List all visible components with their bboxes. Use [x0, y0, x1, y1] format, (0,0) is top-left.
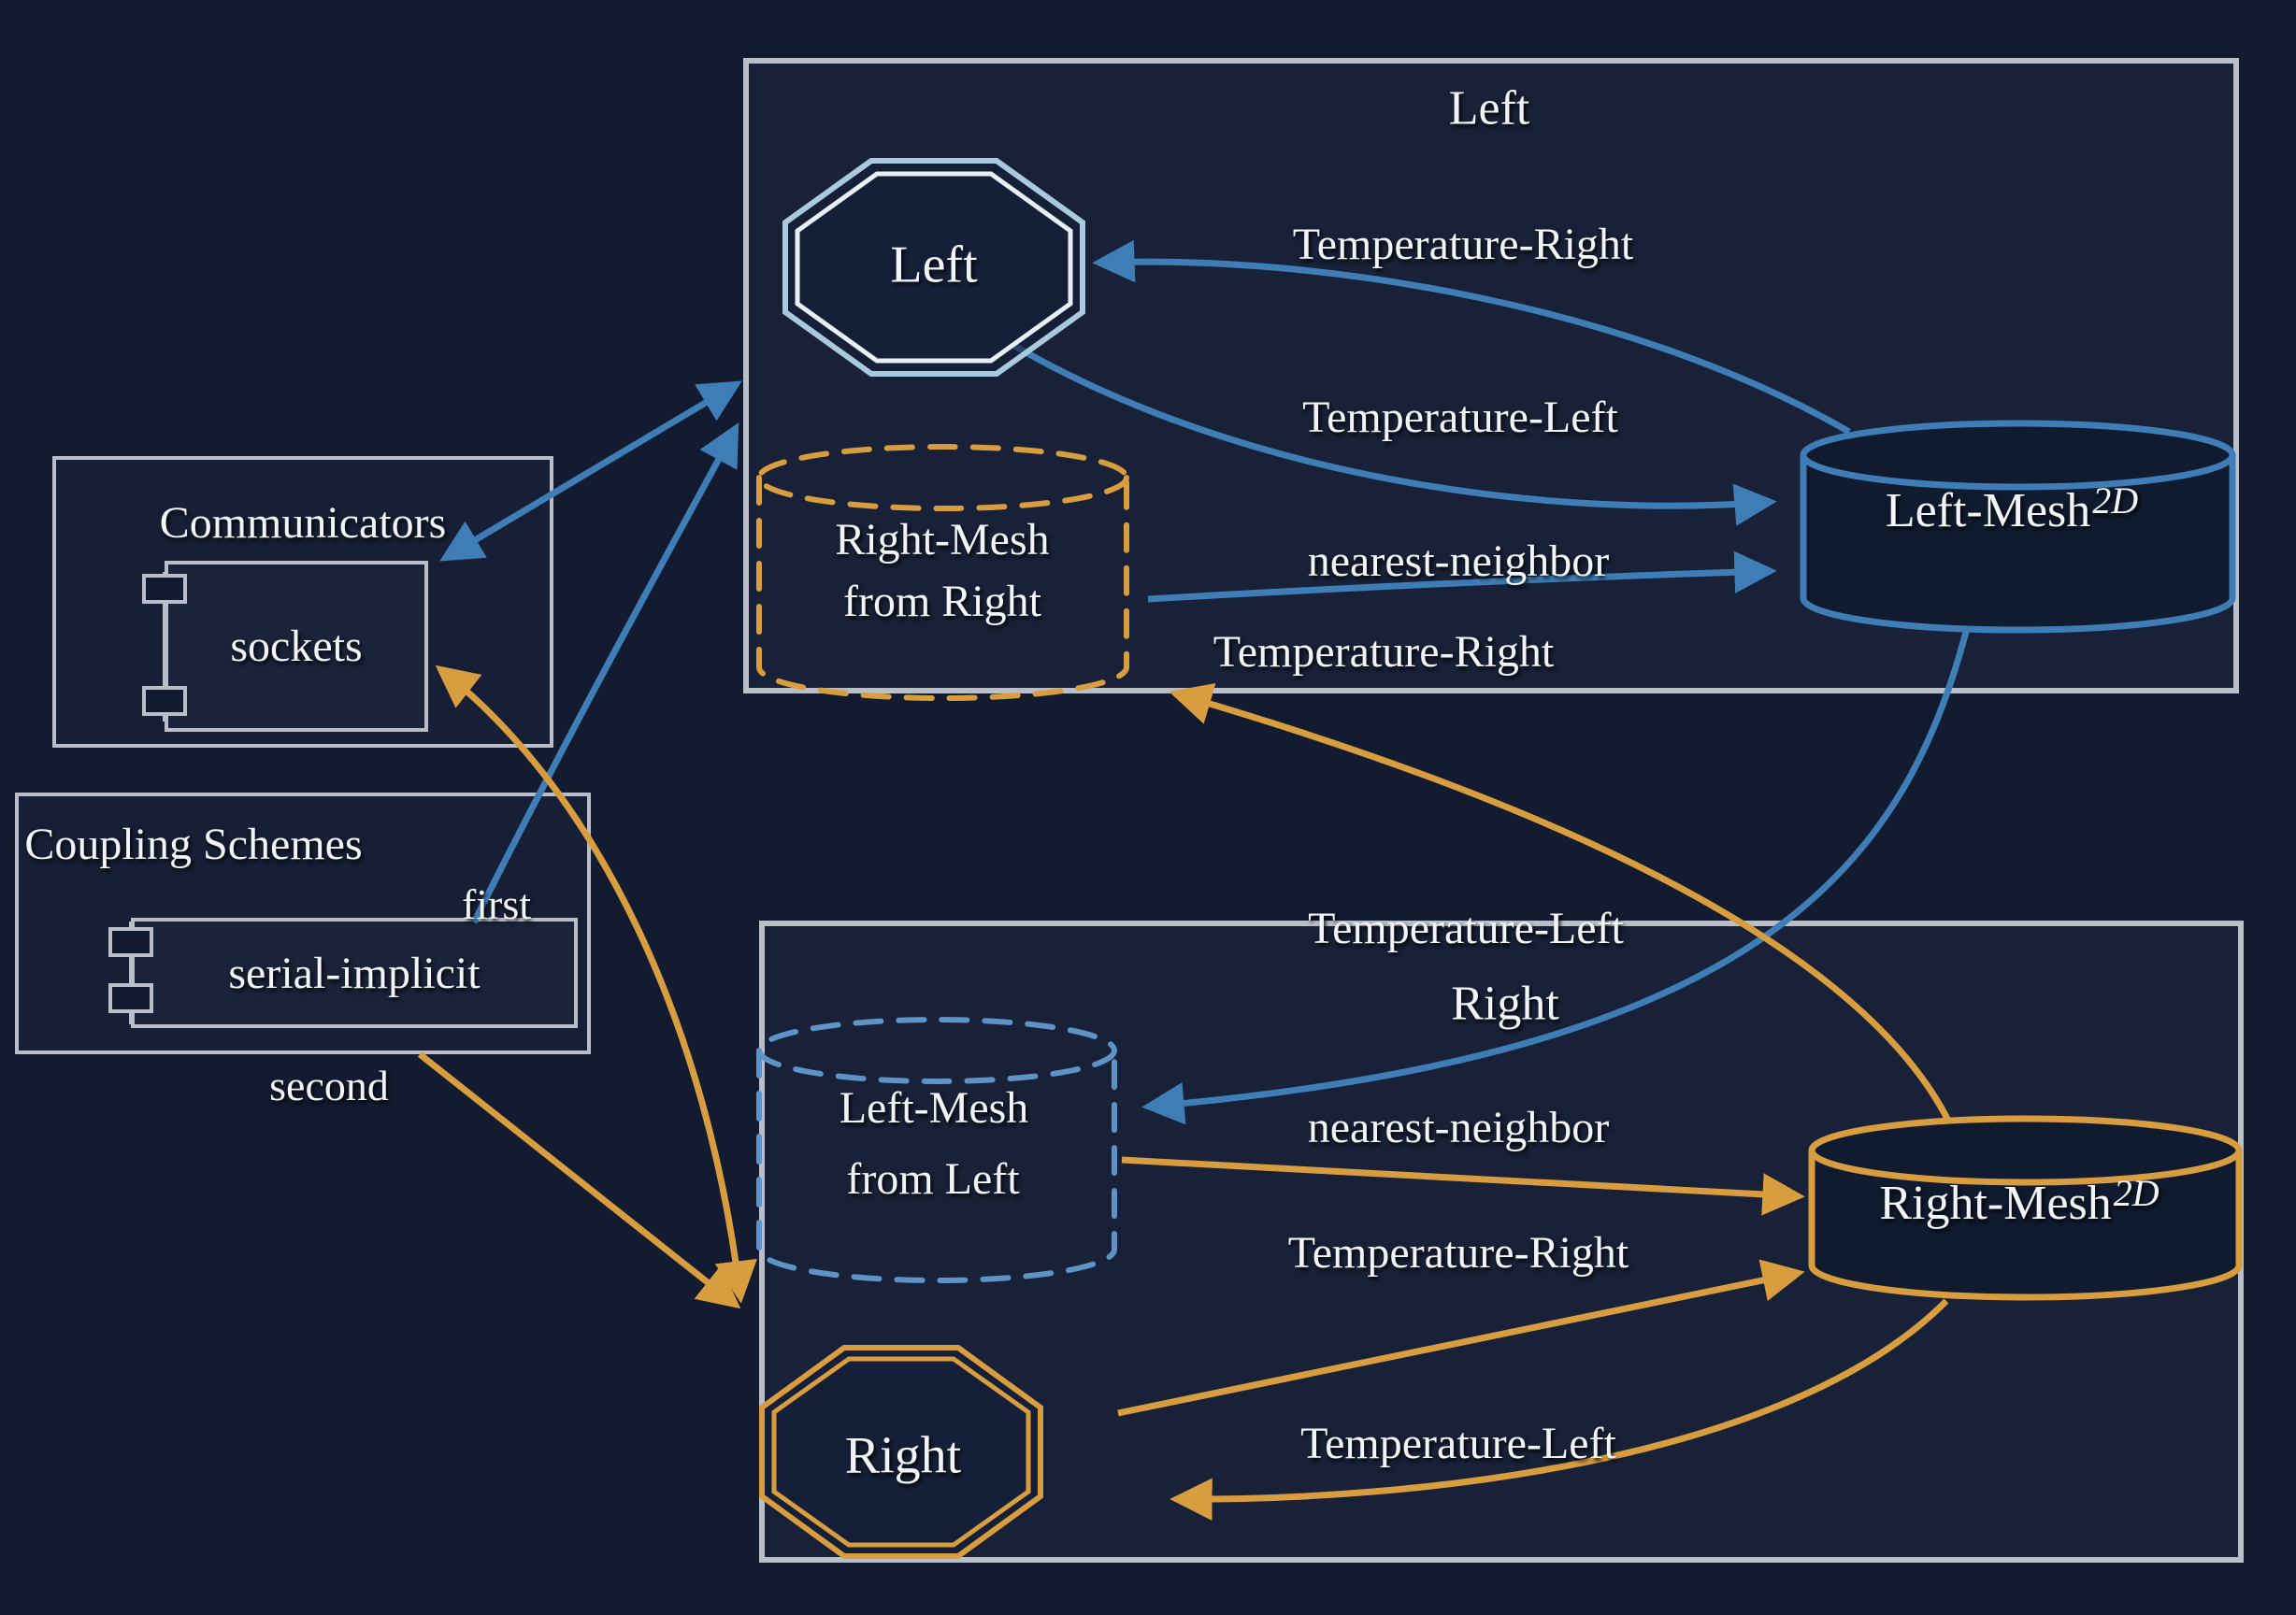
left-mesh-dimension-superscript: 2D: [2092, 479, 2139, 522]
left-mesh-from-left-dashed-cylinder: [756, 1017, 1117, 1283]
label-temperature-left-bottom-box: Temperature-Left: [1300, 1418, 1616, 1468]
sockets-box: [165, 561, 428, 732]
edge-coupling-first-to-left-participant: [470, 422, 739, 924]
coupling-second-label: second: [269, 1061, 389, 1109]
label-temperature-left-top: Temperature-Left: [1302, 392, 1618, 442]
serial-implicit-component-icon: [108, 922, 153, 1024]
edge-temperature-left-to-right-solver: [1170, 1298, 1949, 1522]
label-temperature-right-bottom-box: Temperature-Right: [1287, 1227, 1629, 1278]
label-temperature-right-lower: Temperature-Right: [1213, 626, 1555, 677]
label-nearest-neighbor-top: nearest-neighbor: [1307, 536, 1610, 586]
coupling-schemes-title: Coupling Schemes: [24, 819, 363, 869]
left-solver-label: Left: [890, 236, 978, 294]
left-mesh-from-left-label-line2: from Left: [846, 1153, 1020, 1204]
edge-temperature-left-to-left-mesh: [1012, 342, 1777, 526]
left-mesh-from-left-label-line1: Left-Mesh: [839, 1082, 1029, 1133]
right-mesh-from-right-label-line1: Right-Mesh: [835, 514, 1050, 565]
edge-sockets-to-right-participant: [435, 665, 757, 1304]
right-mesh-from-right-dashed-cylinder: [756, 444, 1129, 701]
edge-nearest-neighbor-bottom: [1121, 1156, 1805, 1216]
edge-temperature-right-to-left-participant: [1169, 683, 1956, 1130]
sockets-component-icon: [142, 572, 187, 722]
edge-temperature-right-to-left-solver: [1092, 239, 1851, 436]
left-mesh-cylinder: [1800, 420, 2236, 634]
coupling-first-label: first: [461, 879, 532, 928]
right-solver-label: Right: [844, 1426, 962, 1485]
left-mesh-label: Left-Mesh2D: [1885, 479, 2139, 538]
serial-implicit-label: serial-implicit: [228, 948, 481, 998]
label-nearest-neighbor-bottom: nearest-neighbor: [1307, 1102, 1610, 1152]
edge-nearest-neighbor-top: [1147, 550, 1777, 603]
edge-temperature-left-to-right-participant: [1141, 631, 1970, 1125]
label-temperature-right-top: Temperature-Right: [1292, 219, 1634, 269]
label-temperature-left-into-right-box: Temperature-Left: [1308, 903, 1624, 953]
edge-sockets-to-left-participant: [439, 380, 742, 562]
right-solver-octagon: [759, 1345, 1043, 1559]
left-solver-octagon: [782, 158, 1085, 377]
right-participant-title: Right: [1451, 977, 1559, 1031]
communicators-title: Communicators: [159, 497, 447, 548]
sockets-label: sockets: [230, 621, 363, 671]
right-mesh-cylinder: [1808, 1115, 2243, 1301]
edge-coupling-second-to-right-participant: [417, 1051, 741, 1309]
edge-temperature-right-to-right-mesh: [1117, 1259, 1805, 1417]
right-mesh-label: Right-Mesh2D: [1879, 1172, 2160, 1231]
right-mesh-from-right-label-line2: from Right: [843, 576, 1041, 626]
left-participant-title: Left: [1448, 81, 1530, 136]
right-mesh-dimension-superscript: 2D: [2113, 1172, 2160, 1215]
